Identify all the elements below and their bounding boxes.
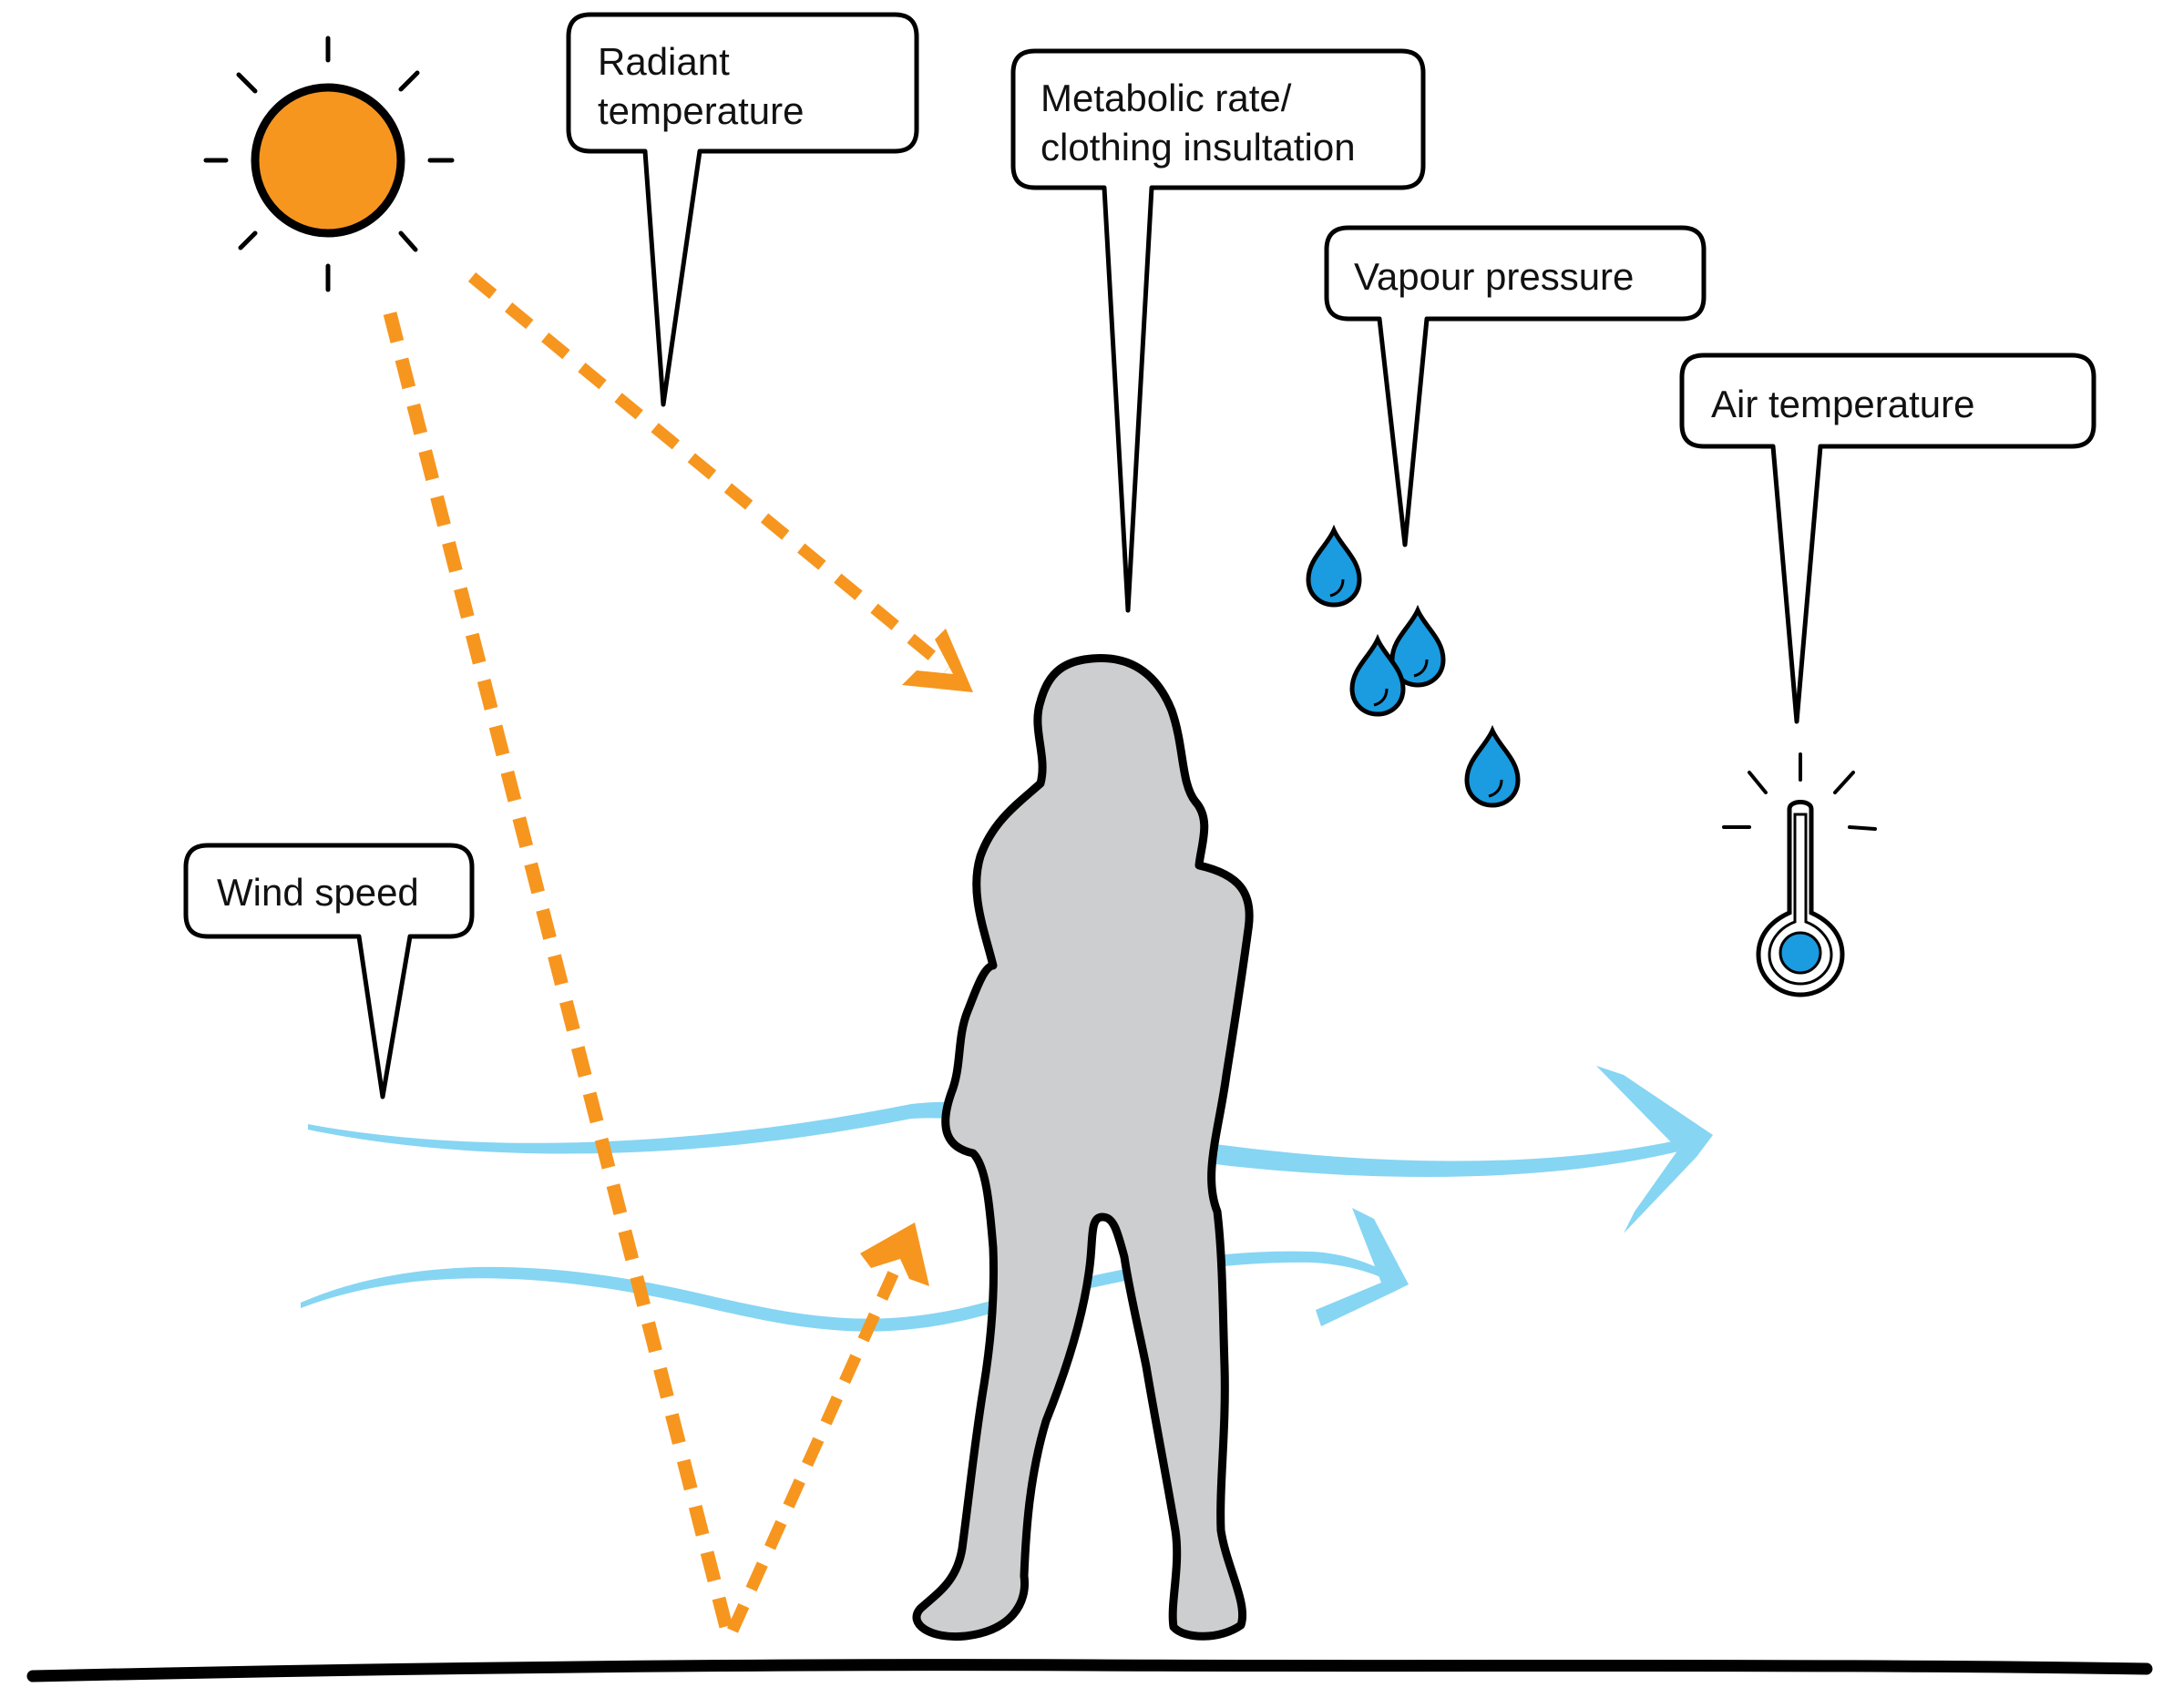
water-drop-icon xyxy=(1306,524,1362,608)
reflected-radiation-up-arrow xyxy=(727,1247,909,1633)
callout-air-temperature: Air temperature xyxy=(1679,353,2096,724)
direct-radiation-arrow xyxy=(467,271,952,674)
thermometer-icon xyxy=(1722,752,1877,997)
direct-radiation-arrowhead xyxy=(902,629,973,692)
callout-vapour-pressure: Vapour pressure xyxy=(1324,225,1707,547)
water-drop-icon xyxy=(1349,633,1406,717)
reflected-radiation-arrowhead xyxy=(860,1222,929,1286)
radiant-temperature-label-line2: temperature xyxy=(598,89,804,132)
radiant-temperature-label-line1: Radiant xyxy=(598,40,730,83)
water-drop-icon xyxy=(1464,724,1521,808)
person-silhouette xyxy=(912,654,1254,1642)
wind-arrowhead-upper xyxy=(1596,1066,1713,1233)
metabolic-label-line1: Metabolic rate/ xyxy=(1040,77,1292,119)
reflected-radiation-down-arrow xyxy=(383,312,734,1632)
water-drops xyxy=(1306,524,1521,808)
callout-radiant-temperature: Radiant temperature xyxy=(566,12,919,407)
metabolic-label-line2: clothing insultation xyxy=(1040,126,1356,169)
vapour-pressure-label: Vapour pressure xyxy=(1354,255,1634,298)
wind-speed-label: Wind speed xyxy=(217,871,419,914)
wind-stream-upper xyxy=(308,1101,1678,1177)
water-drop-icon xyxy=(1389,604,1446,688)
sun-icon xyxy=(203,36,455,292)
callout-metabolic-clothing: Metabolic rate/ clothing insultation xyxy=(1010,48,1426,613)
wind-stream-lower xyxy=(301,1251,1399,1332)
air-temperature-label: Air temperature xyxy=(1711,383,1974,425)
radiation-arrows xyxy=(383,271,973,1633)
wind-arrowhead-lower xyxy=(1316,1208,1409,1326)
callout-wind-speed: Wind speed xyxy=(183,843,475,1099)
ground-line xyxy=(26,1659,2153,1682)
